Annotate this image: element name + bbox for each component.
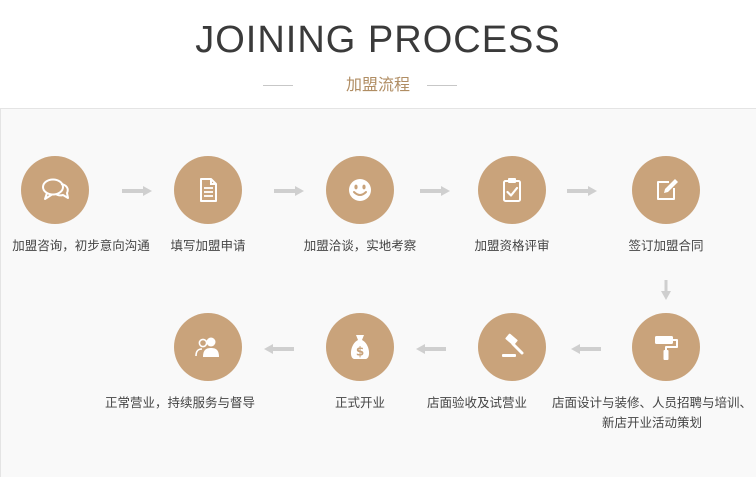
chat-bubbles-icon [42, 178, 69, 200]
paint-roller-icon [655, 336, 678, 360]
step-9-circle [174, 313, 242, 381]
page-title: JOINING PROCESS [195, 19, 561, 61]
smiley-icon [349, 179, 371, 201]
arrow-right-icon [420, 186, 450, 196]
step-4-label: 加盟资格评审 [474, 238, 550, 253]
arrow-left-icon [416, 344, 446, 354]
subtitle-row: 加盟流程 [0, 72, 756, 98]
clipboard-check-icon [503, 178, 521, 202]
subtitle-divider-right [427, 85, 457, 86]
step-1-circle [21, 156, 89, 224]
step-6-circle [632, 313, 700, 381]
document-icon [200, 178, 217, 202]
step-9-label: 正常营业，持续服务与督导 [104, 395, 255, 410]
money-bag-icon: $ [350, 335, 370, 359]
edit-pen-icon [657, 179, 678, 200]
subtitle-divider-left [263, 85, 293, 86]
step-2-label: 填写加盟申请 [170, 238, 246, 253]
step-5-label: 签订加盟合同 [628, 238, 704, 253]
step-3-circle [326, 156, 394, 224]
page-subtitle: 加盟流程 [345, 75, 410, 94]
step-7-circle [478, 313, 546, 381]
step-7-label: 店面验收及试营业 [426, 395, 527, 410]
step-6-label: 店面设计与装修、人员招聘与培训、新店开业活动策划 [552, 395, 753, 430]
step-3-label: 加盟洽谈，实地考察 [303, 238, 417, 253]
people-icon [195, 337, 219, 357]
arrow-down-icon [661, 280, 671, 300]
step-8-label: 正式开业 [334, 395, 385, 410]
step-2-circle [174, 156, 242, 224]
gavel-icon [502, 333, 524, 357]
step-1-label: 加盟咨询，初步意向沟通 [12, 238, 150, 253]
svg-text:$: $ [356, 345, 364, 359]
arrow-right-icon [567, 186, 597, 196]
arrow-left-icon [264, 344, 294, 354]
step-8-circle: $ [326, 313, 394, 381]
arrow-left-icon [571, 344, 601, 354]
arrow-right-icon [122, 186, 152, 196]
arrow-right-icon [274, 186, 304, 196]
step-4-circle [478, 156, 546, 224]
step-5-circle [632, 156, 700, 224]
